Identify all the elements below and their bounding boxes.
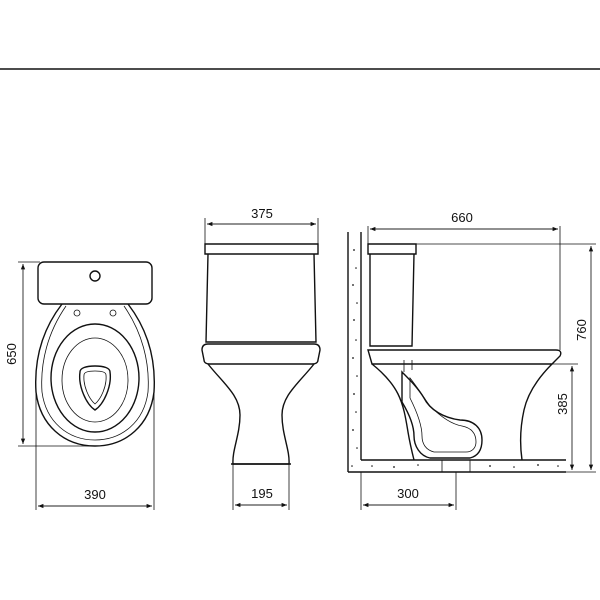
front-view-seat	[201, 343, 321, 365]
top-view-bowl-outer	[35, 303, 155, 447]
top-view-bowl-opening-inner	[83, 370, 107, 405]
dim-label-375: 375	[251, 206, 273, 221]
dim-label-195: 195	[251, 486, 273, 501]
side-view-outlet	[441, 459, 471, 473]
front-view-pedestal	[207, 363, 315, 465]
side-view-seat	[367, 349, 562, 365]
front-view-tank-lid	[204, 243, 319, 255]
top-view: 650 390	[4, 261, 155, 510]
wall-hatching	[351, 249, 559, 468]
side-view: 660 760 385 300	[347, 210, 596, 510]
side-view-tank	[369, 253, 415, 347]
hinge-right-icon	[109, 309, 117, 317]
top-view-bowl-rim	[41, 305, 149, 441]
side-view-trapway-inner	[409, 376, 477, 453]
side-view-trapway	[401, 370, 483, 459]
top-view-bowl-opening	[79, 365, 111, 411]
flush-button-icon	[89, 270, 101, 282]
dim-label-300: 300	[397, 486, 419, 501]
side-view-bowl-front	[519, 363, 553, 461]
dim-label-660: 660	[451, 210, 473, 225]
top-view-seat-inner	[61, 337, 129, 423]
front-view: 375 195	[201, 206, 321, 510]
dim-label-385: 385	[555, 393, 570, 415]
front-view-tank	[205, 253, 317, 343]
side-view-tank-lid	[367, 243, 417, 255]
dim-label-390: 390	[84, 487, 106, 502]
top-view-tank	[37, 261, 153, 305]
dim-label-760: 760	[574, 319, 589, 341]
top-view-seat	[50, 323, 140, 433]
side-view-bowl-back	[371, 363, 415, 461]
dim-label-650: 650	[4, 343, 19, 365]
hinge-left-icon	[73, 309, 81, 317]
